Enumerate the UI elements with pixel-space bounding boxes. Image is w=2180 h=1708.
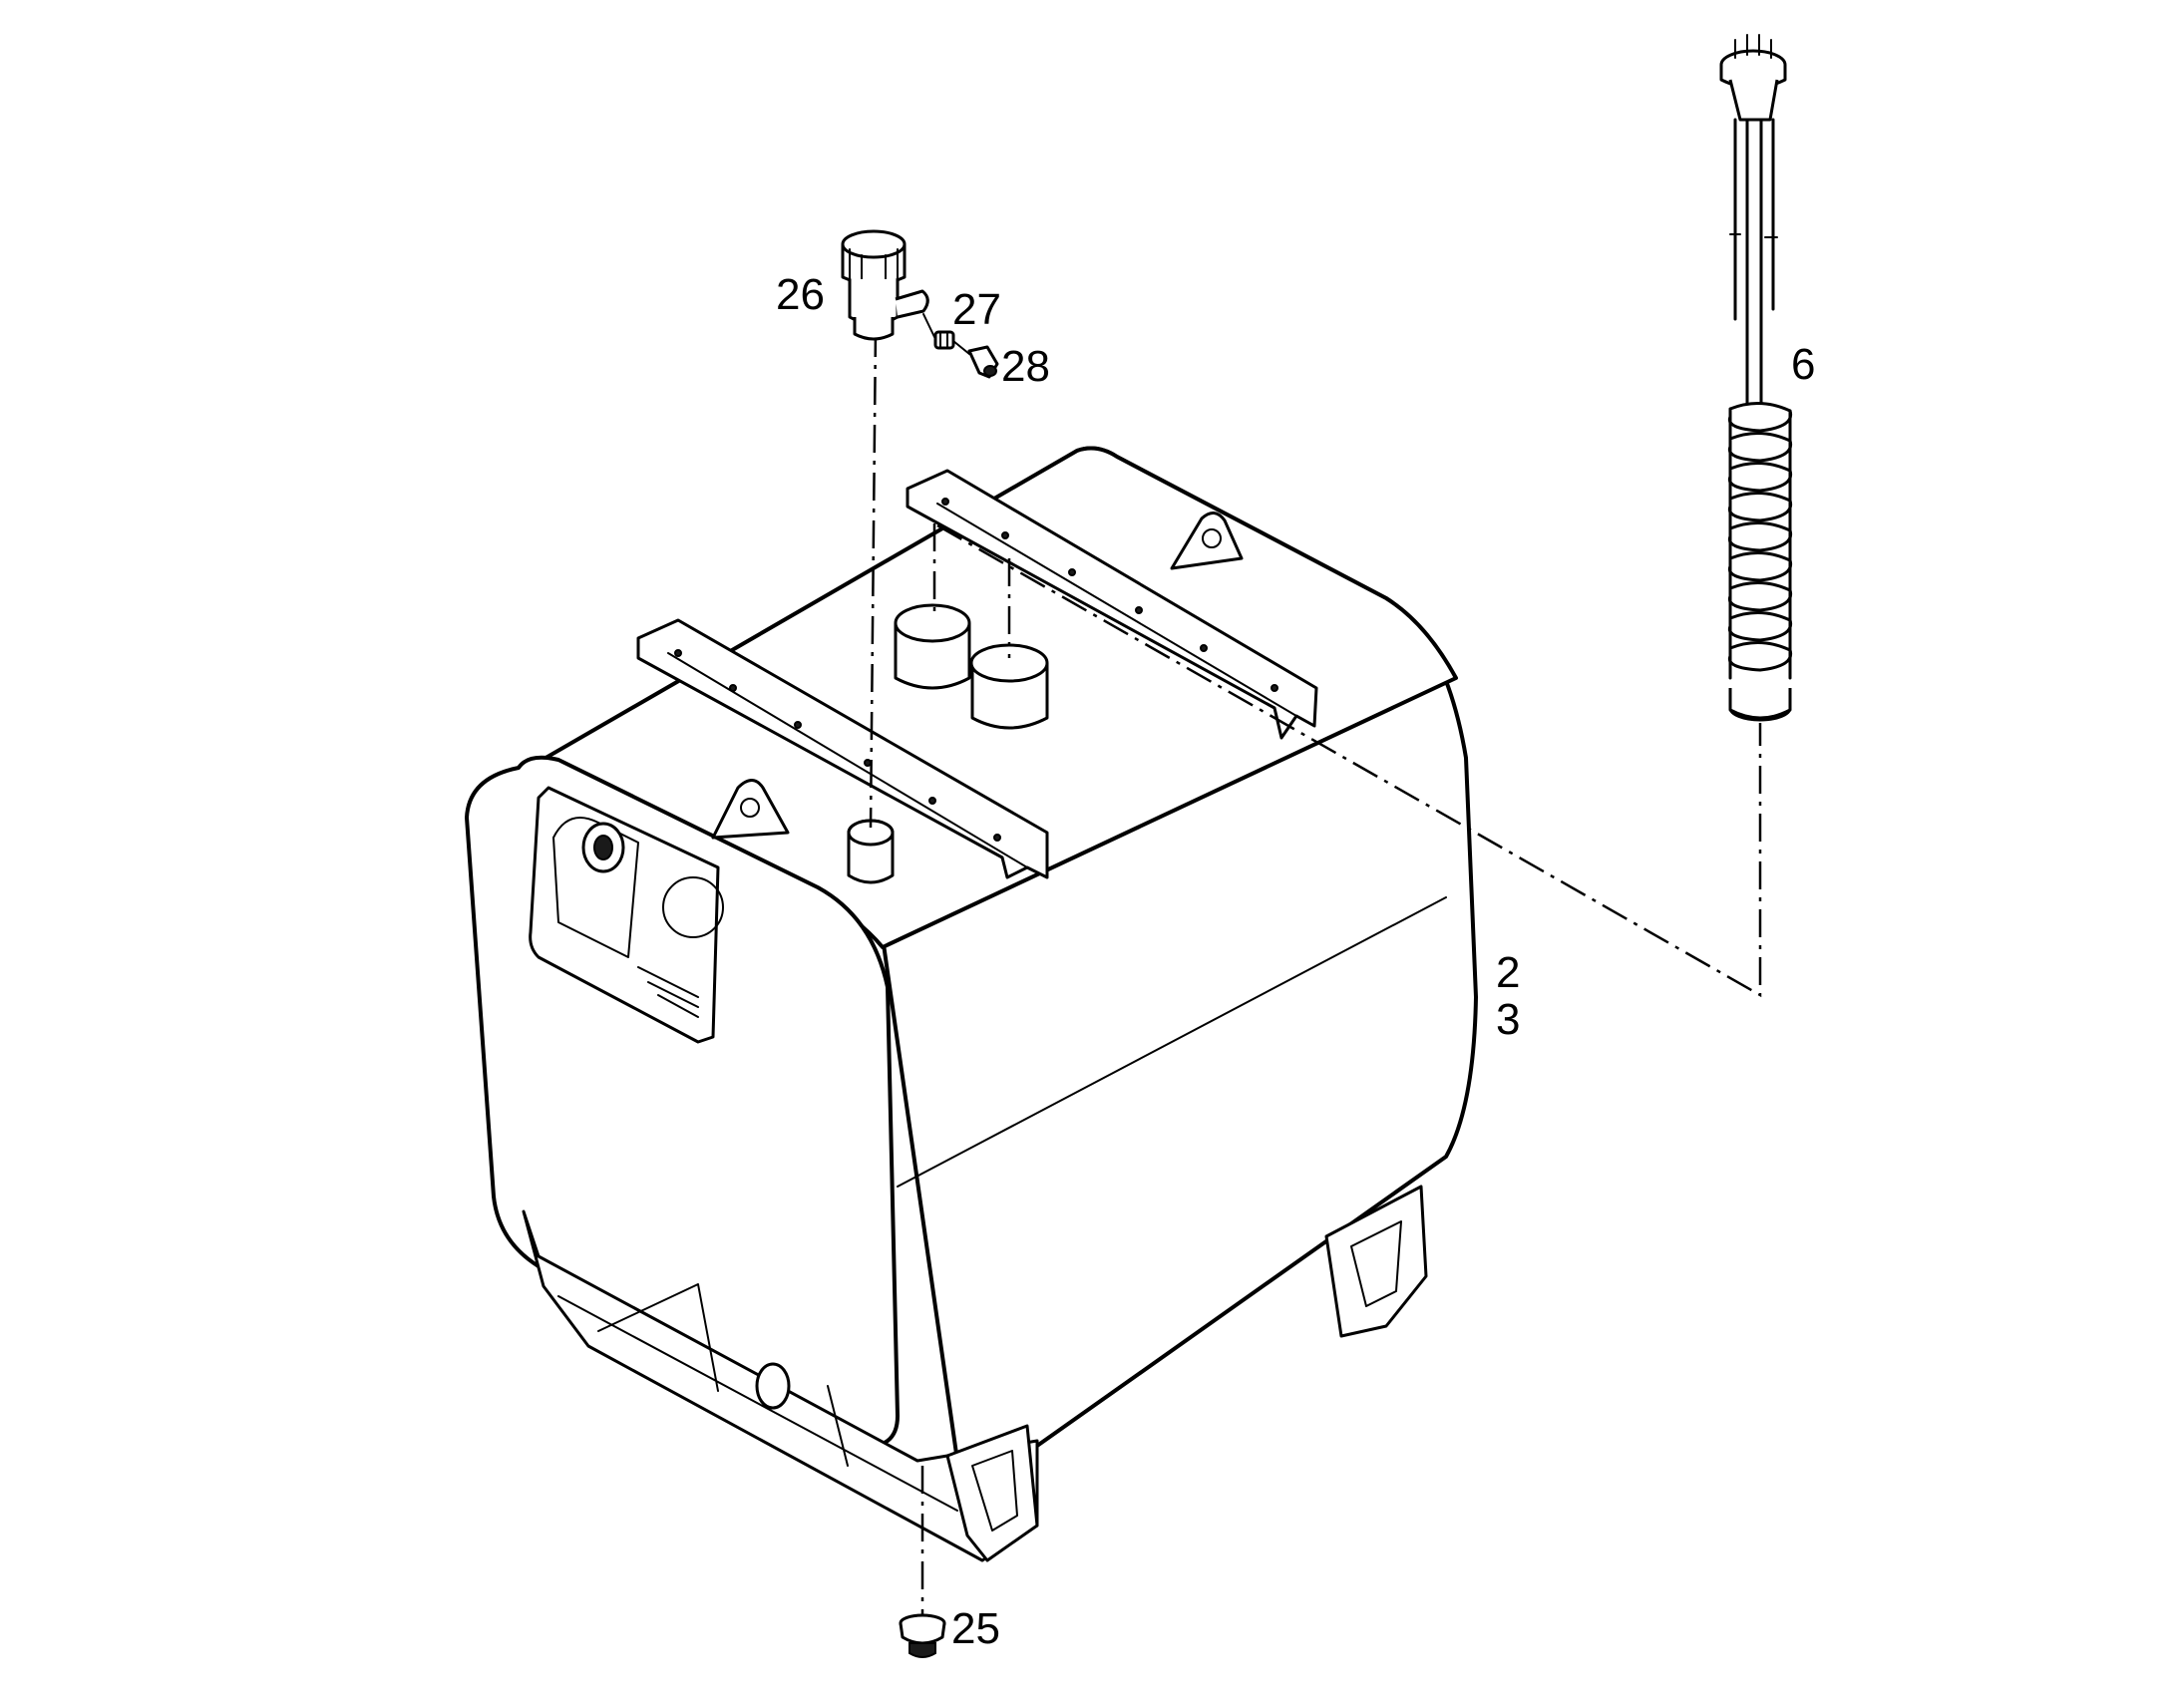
- fitting-27: [933, 330, 955, 350]
- fitting-28: [967, 345, 999, 379]
- callout-26: 26: [776, 270, 825, 319]
- sensor-port-2: [969, 643, 1049, 730]
- callout-27: 27: [952, 285, 1001, 334]
- leader-lines: [869, 328, 1762, 1615]
- tank-assembly: [465, 446, 1478, 1562]
- callout-28: 28: [1001, 342, 1050, 391]
- sensor-port-1: [894, 603, 971, 690]
- callout-3: 3: [1496, 995, 1520, 1044]
- level-sensor-6: [1719, 34, 1793, 722]
- callout-2: 2: [1496, 948, 1520, 997]
- tank-front-opening: [529, 786, 720, 1044]
- heating-coil: [1727, 402, 1793, 680]
- filler-neck: [847, 819, 895, 884]
- callout-6: 6: [1791, 340, 1815, 389]
- lifting-eye-right: [1170, 512, 1244, 570]
- filler-cap-26: [841, 229, 929, 341]
- callout-25: 25: [951, 1604, 1000, 1653]
- lifting-eye-left: [711, 779, 790, 840]
- drain-plug-25: [899, 1613, 946, 1658]
